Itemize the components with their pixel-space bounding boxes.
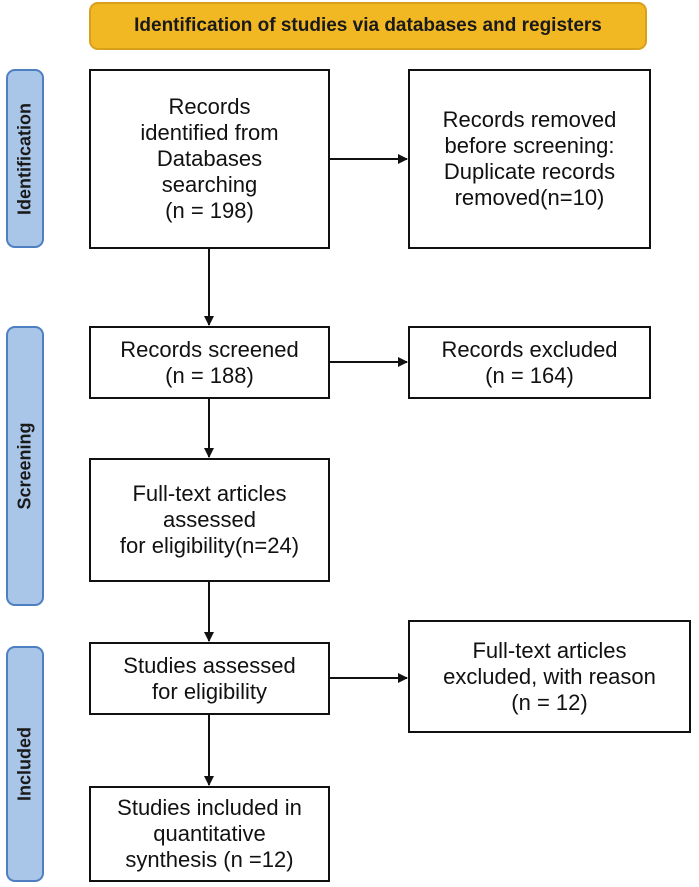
phase-identification: Identification (6, 69, 44, 248)
phase-included: Included (6, 646, 44, 882)
box-studies-included: Studies included in quantitative synthes… (89, 786, 330, 882)
box-records-removed: Records removed before screening: Duplic… (408, 69, 651, 249)
box-records-identified: Records identified from Databases search… (89, 69, 330, 249)
box-fulltext-excluded: Full-text articles excluded, with reason… (408, 620, 691, 733)
box-fulltext-assessed: Full-text articles assessed for eligibil… (89, 458, 330, 582)
header-title: Identification of studies via databases … (134, 15, 602, 36)
box-records-screened: Records screened (n = 188) (89, 326, 330, 399)
box-records-excluded: Records excluded (n = 164) (408, 326, 651, 399)
phase-screening: Screening (6, 326, 44, 606)
box-studies-assessed: Studies assessed for eligibility (89, 642, 330, 715)
flow-header: Identification of studies via databases … (89, 2, 647, 50)
